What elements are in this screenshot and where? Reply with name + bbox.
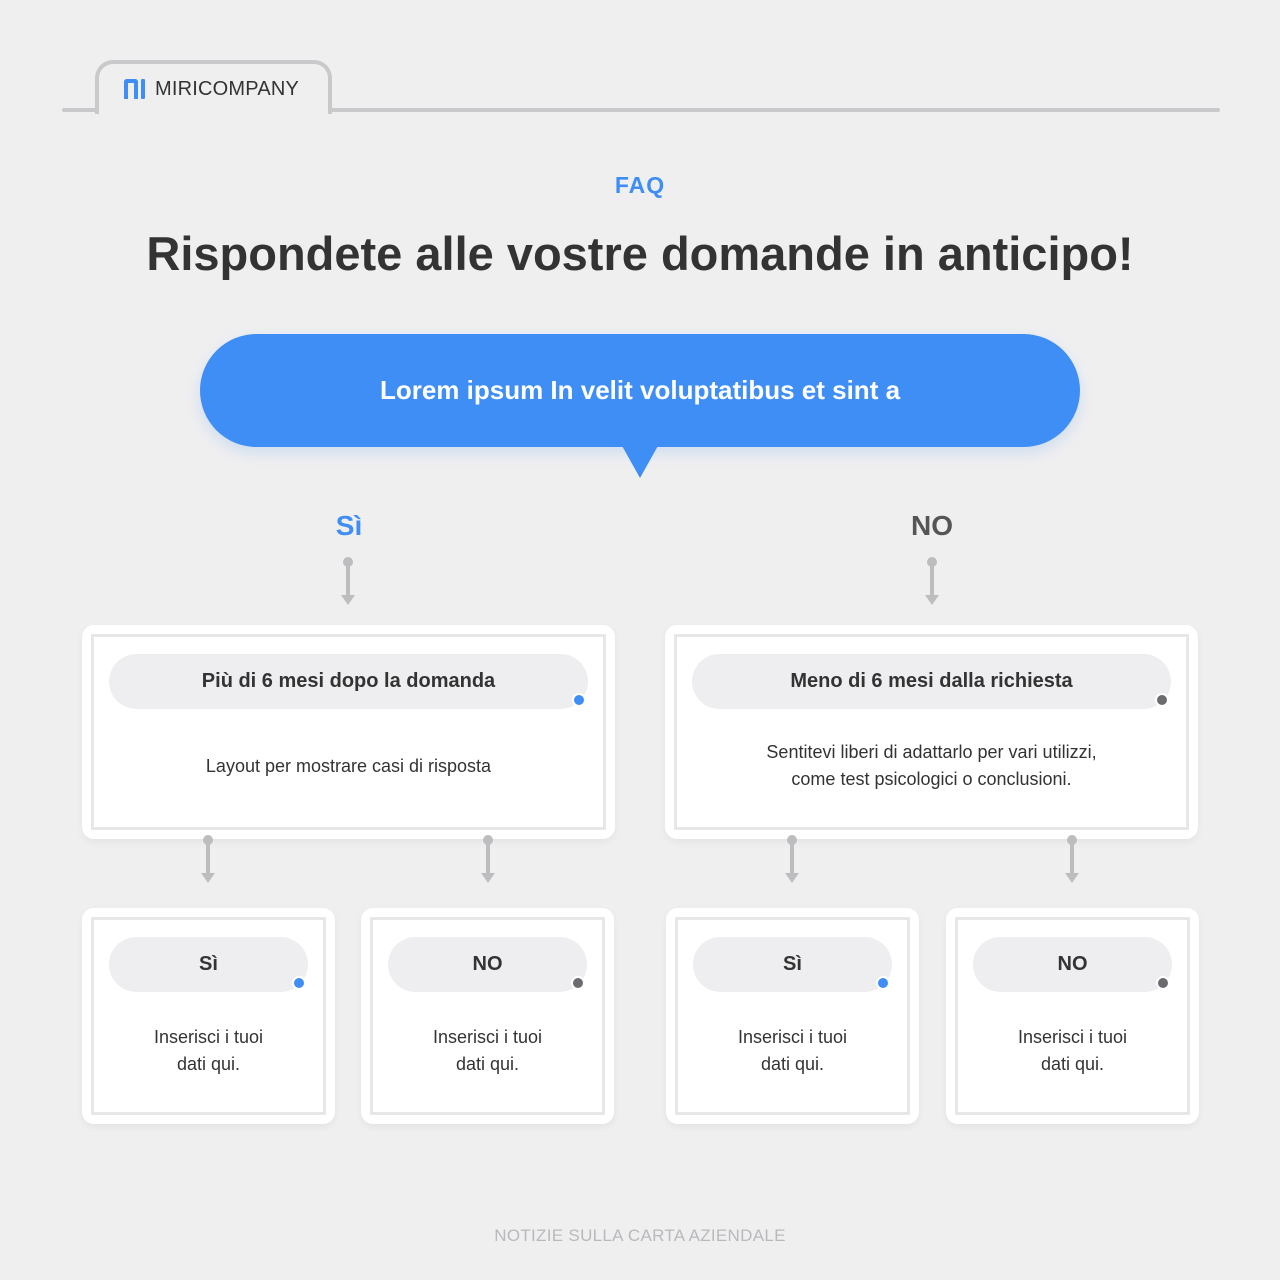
outcome-card-text-line: dati qui. <box>760 1054 825 1074</box>
outcome-card-heading: NO <box>388 937 587 992</box>
brand-name: MIRICOMPANY <box>155 77 300 100</box>
status-dot-icon <box>876 976 890 990</box>
arrow-down-icon <box>200 835 216 885</box>
outcome-card-text-line: Inserisci i tuoi <box>153 1027 264 1047</box>
answer-card-text-line: come test psicologici o conclusioni. <box>791 769 1072 789</box>
outcome-card-text: Inserisci i tuoi dati qui. <box>676 1024 909 1078</box>
outcome-card-text-line: Inserisci i tuoi <box>737 1027 848 1047</box>
status-dot-icon <box>572 693 586 707</box>
status-dot-icon <box>292 976 306 990</box>
answer-card-yes: Più di 6 mesi dopo la domanda Layout per… <box>82 625 615 839</box>
bubble-pointer <box>621 444 659 478</box>
status-dot-icon <box>1156 976 1170 990</box>
outcome-card-text-line: dati qui. <box>176 1054 241 1074</box>
answer-card-heading: Più di 6 mesi dopo la domanda <box>109 654 588 709</box>
branch-label-no: NO <box>911 510 953 541</box>
page-title: Rispondete alle vostre domande in antici… <box>146 227 1134 280</box>
arrow-down-icon <box>340 557 356 607</box>
outcome-card: Sì Inserisci i tuoi dati qui. <box>82 908 335 1124</box>
company-logo-icon <box>124 79 145 99</box>
arrow-down-icon <box>480 835 496 885</box>
outcome-card: NO Inserisci i tuoi dati qui. <box>361 908 614 1124</box>
status-dot-icon <box>571 976 585 990</box>
answer-card-heading: Meno di 6 mesi dalla richiesta <box>692 654 1171 709</box>
outcome-card-text: Inserisci i tuoi dati qui. <box>371 1024 604 1078</box>
outcome-card-text-line: Inserisci i tuoi <box>432 1027 543 1047</box>
question-bubble: Lorem ipsum In velit voluptatibus et sin… <box>200 334 1080 447</box>
arrow-down-icon <box>784 835 800 885</box>
arrow-down-icon <box>924 557 940 607</box>
header-rule <box>62 108 1220 112</box>
outcome-card-text-line: dati qui. <box>455 1054 520 1074</box>
outcome-card-text-line: Inserisci i tuoi <box>1017 1027 1128 1047</box>
answer-card-no: Meno di 6 mesi dalla richiesta Sentitevi… <box>665 625 1198 839</box>
outcome-card-text: Inserisci i tuoi dati qui. <box>956 1024 1189 1078</box>
question-text: Lorem ipsum In velit voluptatibus et sin… <box>379 375 901 405</box>
brand-tab: MIRICOMPANY <box>95 60 332 114</box>
footer-caption: NOTIZIE SULLA CARTA AZIENDALE <box>494 1226 786 1245</box>
outcome-card: NO Inserisci i tuoi dati qui. <box>946 908 1199 1124</box>
outcome-card-heading: NO <box>973 937 1172 992</box>
answer-card-text-line: Sentitevi liberi di adattarlo per vari u… <box>766 742 1097 762</box>
outcome-card-heading: Sì <box>109 937 308 992</box>
status-dot-icon <box>1155 693 1169 707</box>
answer-card-text: Layout per mostrare casi di risposta <box>205 756 492 776</box>
answer-card-text: Sentitevi liberi di adattarlo per vari u… <box>685 739 1178 793</box>
outcome-card-heading: Sì <box>693 937 892 992</box>
outcome-card-text-line: dati qui. <box>1040 1054 1105 1074</box>
section-eyebrow: FAQ <box>614 172 666 198</box>
arrow-down-icon <box>1064 835 1080 885</box>
branch-label-yes: Sì <box>335 510 363 541</box>
outcome-card-text: Inserisci i tuoi dati qui. <box>92 1024 325 1078</box>
outcome-card: Sì Inserisci i tuoi dati qui. <box>666 908 919 1124</box>
